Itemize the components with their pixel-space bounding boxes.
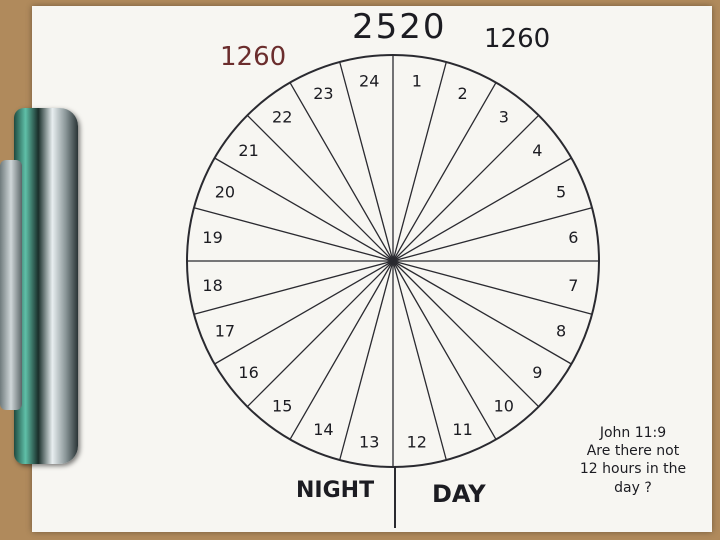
dial-spoke xyxy=(339,61,394,262)
dial-spoke xyxy=(392,260,540,408)
hour-number: 12 xyxy=(407,432,427,451)
note-line: John 11:9 xyxy=(599,425,667,441)
dial-spoke xyxy=(289,82,394,262)
hour-number: 23 xyxy=(313,84,333,103)
hour-number: 1 xyxy=(412,72,422,91)
hour-number: 8 xyxy=(556,322,566,341)
dial-spoke xyxy=(214,260,394,365)
dial-spoke xyxy=(392,61,447,262)
dial-spoke xyxy=(246,260,394,408)
right-half-count: 1260 xyxy=(484,24,551,54)
dial-spoke xyxy=(392,260,593,315)
hour-number: 9 xyxy=(532,363,542,382)
note-line: day ? xyxy=(614,479,652,496)
hour-number: 6 xyxy=(568,228,578,247)
hour-number: 20 xyxy=(215,182,235,201)
hour-number: 14 xyxy=(313,420,333,439)
dial-spoke xyxy=(392,114,540,262)
total-count: 2520 xyxy=(352,7,447,47)
left-half-count: 1260 xyxy=(220,42,287,72)
dial-spoke xyxy=(339,260,394,461)
note-line: 12 hours in the xyxy=(579,461,687,478)
dial-spoke xyxy=(214,157,394,262)
dial-spokes xyxy=(187,55,599,467)
clipboard-hinge xyxy=(0,160,22,410)
dial-spoke xyxy=(392,260,447,461)
dial-spoke xyxy=(193,207,394,262)
hour-number: 22 xyxy=(272,108,292,127)
hour-number: 7 xyxy=(568,276,578,295)
scripture-note: John 11:9 Are there not 12 hours in the … xyxy=(558,424,708,497)
hour-number: 18 xyxy=(202,276,222,295)
hour-number: 10 xyxy=(494,396,514,415)
dial-spoke xyxy=(289,260,394,440)
hour-number: 2 xyxy=(458,84,468,103)
hour-number: 24 xyxy=(359,72,379,91)
note-line: Are there not xyxy=(586,443,680,460)
dial-spoke xyxy=(392,207,593,262)
hour-number: 5 xyxy=(556,182,566,201)
night-label: NIGHT xyxy=(296,478,375,503)
hour-number: 17 xyxy=(215,322,235,341)
dial-spoke xyxy=(392,157,572,262)
day-label: DAY xyxy=(432,480,486,508)
hour-number: 16 xyxy=(238,363,258,382)
dial-spoke xyxy=(392,260,497,440)
hour-number: 3 xyxy=(499,108,509,127)
hour-number: 15 xyxy=(272,396,292,415)
dial-spoke xyxy=(392,82,497,262)
dial-spoke xyxy=(246,114,394,262)
clipboard-clip xyxy=(14,108,78,464)
hour-number: 21 xyxy=(238,141,258,160)
hour-number: 11 xyxy=(452,420,472,439)
hour-number: 19 xyxy=(202,228,222,247)
dial-spoke xyxy=(193,260,394,315)
hour-number: 13 xyxy=(359,432,379,451)
hour-number: 4 xyxy=(532,141,542,160)
dial-spoke xyxy=(392,260,572,365)
